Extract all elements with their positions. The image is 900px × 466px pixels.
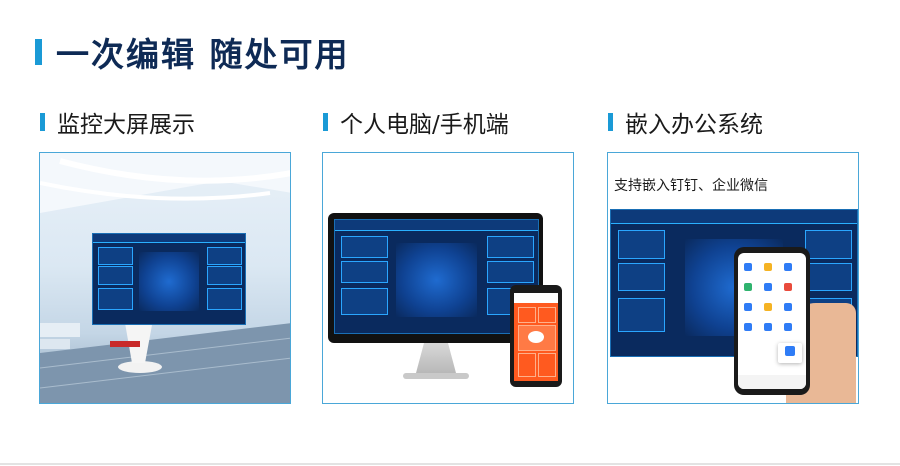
section-label: 监控大屏展示 bbox=[57, 112, 195, 138]
title-accent-bar bbox=[35, 39, 42, 65]
embed-caption: 支持嵌入钉钉、企业微信 bbox=[614, 178, 768, 194]
section-accent-bar bbox=[608, 113, 613, 131]
pc-mobile-image bbox=[322, 152, 574, 404]
main-title: 一次编辑 随处可用 bbox=[35, 30, 350, 74]
section-heading-pc-mobile: 个人电脑/手机端 bbox=[323, 107, 509, 138]
section-heading-monitor: 监控大屏展示 bbox=[40, 107, 195, 138]
room-illustration bbox=[40, 153, 290, 403]
bottom-divider bbox=[0, 463, 900, 465]
pc-dashboard-screen bbox=[334, 219, 539, 334]
monitor-base bbox=[403, 373, 469, 379]
embed-office-image: 支持嵌入钉钉、企业微信 bbox=[607, 152, 859, 404]
embed-phone-screen bbox=[738, 253, 806, 389]
section-heading-embed: 嵌入办公系统 bbox=[608, 107, 763, 138]
section-label: 嵌入办公系统 bbox=[625, 112, 763, 138]
section-accent-bar bbox=[40, 113, 45, 131]
section-label: 个人电脑/手机端 bbox=[340, 112, 509, 138]
section-accent-bar bbox=[323, 113, 328, 131]
wall-dashboard-screen bbox=[92, 233, 246, 325]
phone-screen bbox=[514, 293, 558, 381]
monitor-stand bbox=[416, 343, 456, 373]
monitor-wall-image bbox=[39, 152, 291, 404]
main-title-text: 一次编辑 随处可用 bbox=[56, 35, 350, 74]
